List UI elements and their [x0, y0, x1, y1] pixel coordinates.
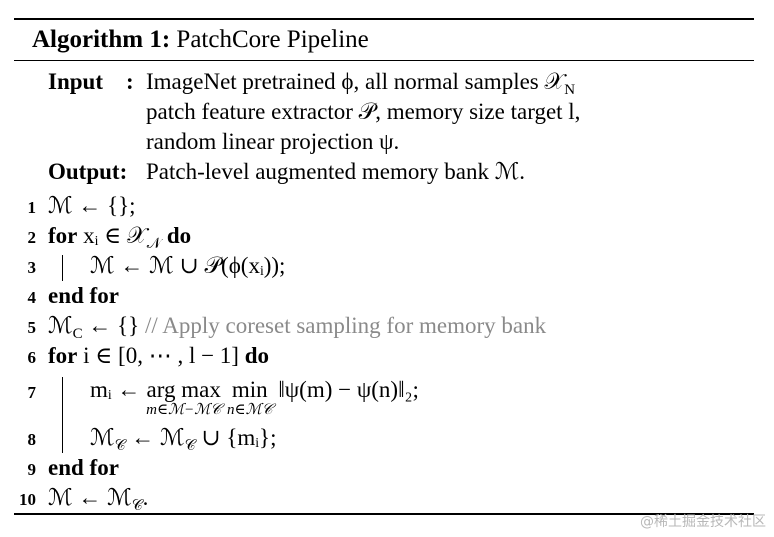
step-text: i ∈ [0, ⋯ , l − 1] [83, 343, 239, 368]
step-text: xᵢ ∈ 𝒳 [83, 223, 147, 248]
algorithm-title: Algorithm 1: PatchCore Pipeline [14, 20, 754, 60]
min-subscript: n∈ℳ𝒞 [226, 402, 273, 418]
algorithm-box: Algorithm 1: PatchCore Pipeline Input : … [14, 18, 754, 515]
step-postfix: ‖ψ(m) − ψ(n)‖₂; [272, 377, 419, 402]
step-text: ℳ [48, 313, 73, 338]
argmax-subscript: m∈ℳ−ℳ𝒞 [146, 402, 222, 418]
keyword-do: do [166, 223, 192, 248]
line-number: 4 [27, 288, 37, 307]
keyword-do: do [244, 343, 270, 368]
keyword-for: for [48, 223, 78, 248]
line-number: 3 [27, 258, 37, 277]
watermark: @稀土掘金技术社区 [640, 514, 766, 530]
input-key: Input [48, 69, 103, 94]
line-number: 10 [19, 490, 36, 509]
keyword-for: for [48, 343, 78, 368]
block-bar [62, 255, 63, 281]
step-text-2: ← {} [82, 313, 145, 338]
top-rule [14, 18, 754, 20]
bottom-rule [14, 513, 754, 515]
step-text: ℳ ← ℳ [48, 485, 132, 510]
step-text: ℳ [90, 425, 115, 450]
step-subscript: 𝒩 [146, 236, 162, 252]
input-line-3: random linear projection ψ. [146, 129, 400, 154]
input-sep: : [126, 69, 134, 94]
step-subscript: C [72, 326, 83, 342]
line-number: 5 [27, 318, 37, 337]
step-prefix: mᵢ ← [90, 377, 147, 402]
algorithm-name: PatchCore Pipeline [176, 26, 369, 53]
output-value: Patch-level augmented memory bank ℳ. [146, 159, 526, 184]
line-number: 9 [27, 460, 37, 479]
algorithm-steps: 1 ℳ ← {}; 2 for xᵢ ∈ 𝒳𝒩 do 3 ℳ ← ℳ ∪ 𝒫(ϕ… [14, 189, 754, 514]
keyword-end-for: end for [48, 283, 119, 308]
line-number: 2 [27, 228, 37, 247]
input-line-1: ImageNet pretrained ϕ, all normal sample… [146, 69, 576, 98]
line-number: 6 [27, 348, 37, 367]
line-number: 8 [27, 430, 37, 449]
title-rule [14, 60, 754, 61]
line-number: 1 [27, 198, 37, 217]
step-text: ℳ ← {}; [48, 193, 136, 218]
algorithm-label: Algorithm 1: [32, 26, 171, 53]
block-bar [62, 377, 63, 453]
step-comment: // Apply coreset sampling for memory ban… [144, 313, 547, 338]
io-block: Input : ImageNet pretrained ϕ, all norma… [14, 61, 754, 189]
step-text: ℳ ← ℳ ∪ 𝒫(ϕ(xᵢ)); [90, 253, 286, 278]
line-number: 7 [27, 383, 37, 402]
input-line-2: patch feature extractor 𝒫, memory size t… [146, 99, 581, 124]
keyword-end-for: end for [48, 455, 119, 480]
output-key: Output: [48, 159, 128, 184]
